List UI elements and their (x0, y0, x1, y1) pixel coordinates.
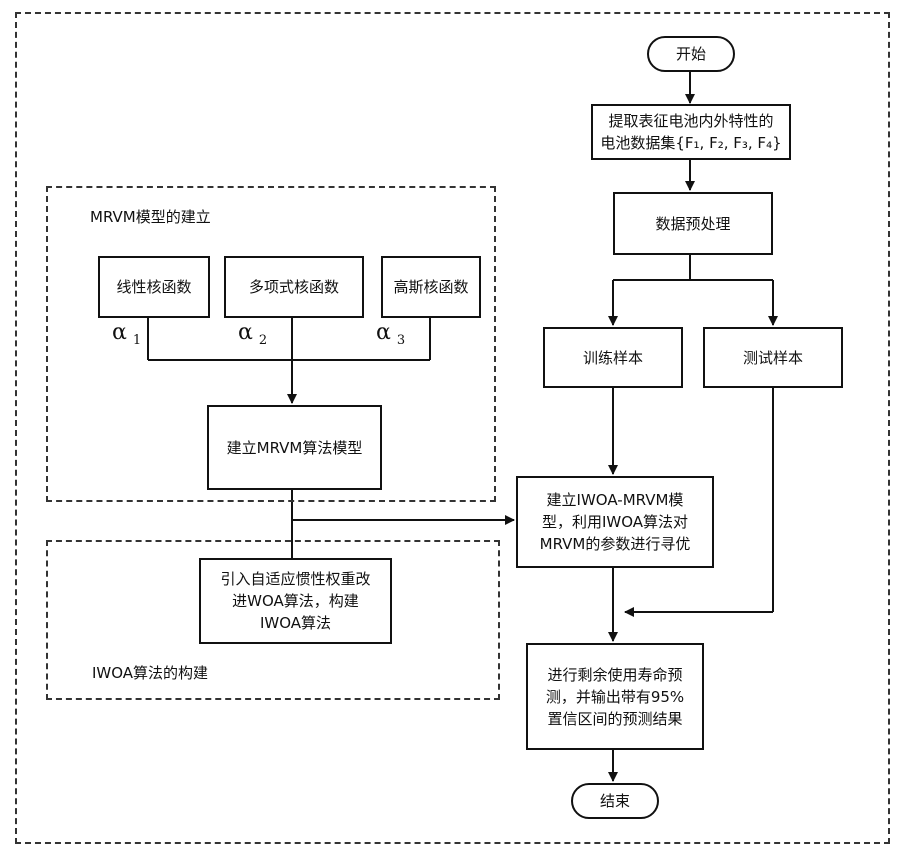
alpha-2-weight: α2 (238, 320, 267, 348)
alpha-2-symbol: α (238, 320, 253, 345)
rul-prediction-box: 进行剩余使用寿命预 测，并输出带有95% 置信区间的预测结果 (526, 643, 704, 750)
kernel-gauss-box: 高斯核函数 (381, 256, 481, 318)
end-terminal: 结束 (571, 783, 659, 819)
alpha-2-subscript: 2 (259, 333, 267, 348)
test-samples-box: 测试样本 (703, 327, 843, 388)
alpha-3-symbol: α (376, 320, 391, 345)
start-terminal: 开始 (647, 36, 735, 72)
build-iwoa-mrvm-box: 建立IWOA-MRVM模 型，利用IWOA算法对 MRVM的参数进行寻优 (516, 476, 714, 568)
alpha-3-weight: α3 (376, 320, 405, 348)
alpha-1-weight: α1 (112, 320, 141, 348)
alpha-3-subscript: 3 (397, 333, 405, 348)
iwoa-section-title: IWOA算法的构建 (92, 662, 208, 683)
build-mrvm-box: 建立MRVM算法模型 (207, 405, 382, 490)
iwoa-improvement-box: 引入自适应惯性权重改 进WOA算法，构建 IWOA算法 (199, 558, 392, 644)
preprocess-box: 数据预处理 (613, 192, 773, 255)
alpha-1-symbol: α (112, 320, 127, 345)
kernel-poly-box: 多项式核函数 (224, 256, 364, 318)
mrvm-section-title: MRVM模型的建立 (90, 206, 211, 227)
alpha-1-subscript: 1 (133, 333, 141, 348)
extract-features-box: 提取表征电池内外特性的 电池数据集{F₁, F₂, F₃, F₄} (591, 104, 791, 160)
kernel-linear-box: 线性核函数 (98, 256, 210, 318)
train-samples-box: 训练样本 (543, 327, 683, 388)
